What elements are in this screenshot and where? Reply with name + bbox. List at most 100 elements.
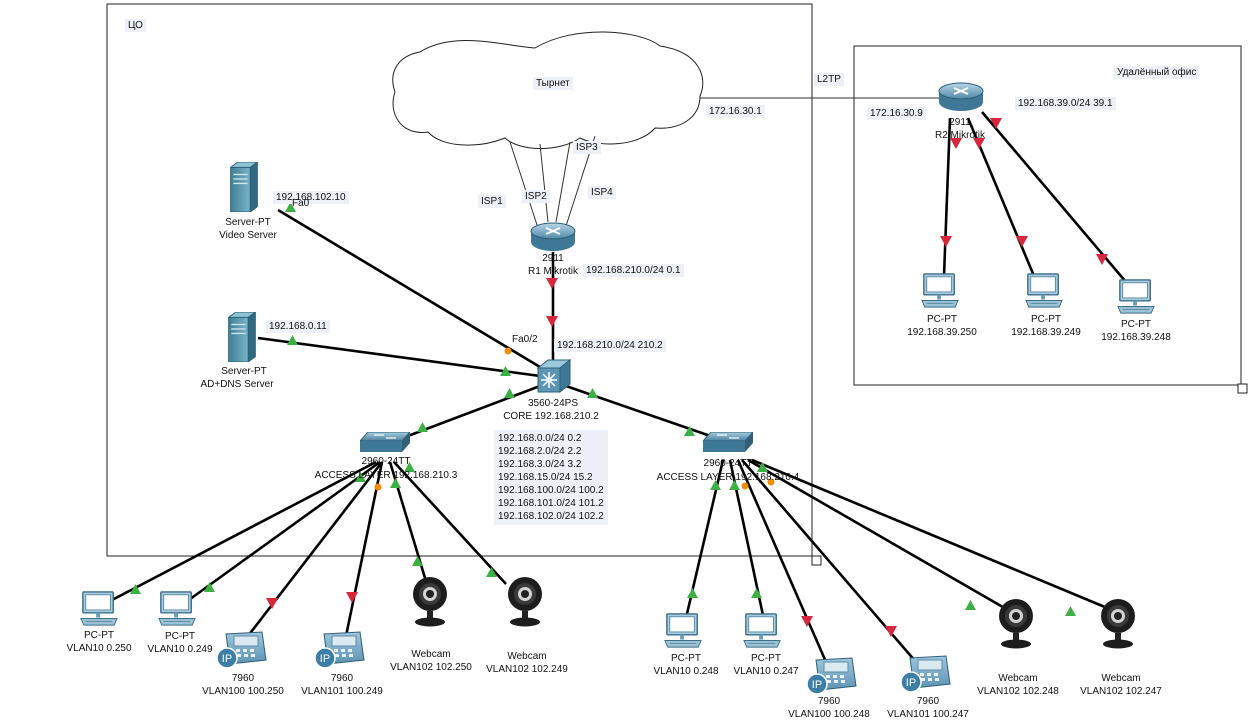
- zone-central-office: [106, 3, 813, 557]
- webcam-icon[interactable]: [1101, 599, 1135, 649]
- ip-phone-icon[interactable]: [216, 631, 267, 669]
- video-server-ip: 192.168.102.10: [273, 191, 349, 204]
- ip-phone-icon[interactable]: [314, 631, 365, 669]
- link-down-marker: [1096, 254, 1108, 265]
- core-name-label: CORE 192.168.210.2: [503, 411, 599, 422]
- ph1-type: 7960: [231, 673, 255, 684]
- link-up-marker: [965, 600, 976, 610]
- pc4-type: PC-PT: [751, 653, 781, 664]
- webcam-icon[interactable]: [999, 599, 1033, 649]
- pc-icon[interactable]: [743, 613, 781, 648]
- access2-model-label: 2960-24TT: [703, 458, 753, 469]
- cam1-label: VLAN102 102.250: [390, 662, 472, 673]
- cam4-label: VLAN102 102.247: [1080, 686, 1162, 697]
- link-up-marker: [404, 462, 415, 472]
- core-model-label: 3560-24PS: [527, 398, 579, 409]
- zone-remote-office: [853, 45, 1242, 386]
- link-pending-marker: [374, 483, 382, 491]
- zone-resize-handle[interactable]: [1237, 383, 1248, 394]
- rpc2-type: PC-PT: [1031, 314, 1061, 325]
- pc-icon[interactable]: [1117, 279, 1155, 314]
- link-up-marker: [417, 422, 428, 432]
- link-status-markers: [130, 118, 1108, 637]
- cam3-type: Webcam: [998, 673, 1038, 684]
- internet-cloud: [392, 31, 704, 149]
- link-up-marker: [355, 472, 366, 482]
- core-port-label: Fa0/2: [512, 334, 538, 345]
- link-down-marker: [801, 616, 813, 627]
- ph3-label: VLAN100 100.248: [788, 709, 870, 720]
- l2tp-label: L2TP: [814, 73, 844, 86]
- link-up-marker: [412, 556, 423, 566]
- pc2-type: PC-PT: [165, 631, 195, 642]
- link-up-marker: [757, 462, 768, 472]
- cam2-type: Webcam: [507, 651, 547, 662]
- rpc1-type: PC-PT: [927, 314, 957, 325]
- rpc3-type: PC-PT: [1121, 319, 1151, 330]
- link-pending-marker: [767, 478, 775, 486]
- pc-icon[interactable]: [921, 273, 959, 308]
- core-route: 192.168.102.0/24 102.2: [498, 511, 604, 522]
- ip-phone-icon[interactable]: [806, 657, 857, 695]
- link-up-marker: [130, 584, 141, 594]
- r1-lan-label: 192.168.210.0/24 0.1: [583, 264, 684, 277]
- ad-server-ip: 192.168.0.11: [266, 320, 330, 333]
- link-down-marker: [973, 138, 985, 149]
- pc-icon[interactable]: [158, 591, 196, 626]
- cam4-type: Webcam: [1101, 673, 1141, 684]
- video-server-type: Server-PT: [225, 217, 271, 228]
- core-uplink-label: 192.168.210.0/24 210.2: [554, 339, 666, 352]
- r1-name-label: R1 Mikrotik: [527, 266, 579, 277]
- rpc3-label: 192.168.39.248: [1101, 332, 1171, 343]
- rpc1-label: 192.168.39.250: [907, 327, 977, 338]
- access1-model-label: 2960-24TT: [361, 456, 411, 467]
- link-up-marker: [587, 388, 598, 398]
- r2-lan-label: 192.168.39.0/24 39.1: [1015, 97, 1116, 110]
- pc3-type: PC-PT: [671, 653, 701, 664]
- core-switch-icon[interactable]: [537, 359, 571, 393]
- link-up-marker: [500, 366, 511, 376]
- cloud-label: Тырнет: [533, 77, 573, 90]
- ip-phone-icon[interactable]: [900, 655, 951, 693]
- webcam-icon[interactable]: [508, 577, 542, 627]
- ph2-label: VLAN101 100.249: [301, 686, 383, 697]
- pc-icon[interactable]: [664, 613, 702, 648]
- webcam-icon[interactable]: [413, 577, 447, 627]
- link-up-marker: [710, 480, 721, 490]
- r1-model-label: 2911: [542, 253, 564, 264]
- cam3-label: VLAN102 102.248: [977, 686, 1059, 697]
- zone-remote-label: Удалённый офис: [1114, 66, 1200, 79]
- access-switch-2-icon[interactable]: [703, 432, 753, 453]
- cam1-type: Webcam: [411, 649, 451, 660]
- link-up-marker: [204, 582, 215, 592]
- rpc2-label: 192.168.39.249: [1011, 327, 1081, 338]
- zone-resize-handle[interactable]: [811, 555, 822, 566]
- video-server-icon[interactable]: [230, 162, 258, 212]
- ph3-type: 7960: [817, 696, 841, 707]
- pc-icon[interactable]: [1025, 273, 1063, 308]
- pc4-label: VLAN10 0.247: [733, 666, 799, 677]
- pc2-label: VLAN10 0.249: [147, 644, 213, 655]
- zone-co-label: ЦО: [125, 19, 146, 32]
- wan-r1-label: 172.16.30.1: [706, 105, 765, 118]
- link-up-marker: [287, 335, 298, 345]
- link-up-marker: [751, 588, 762, 598]
- r2-name-label: R2 Mikrotik: [934, 130, 986, 141]
- link-down-marker: [1016, 236, 1028, 247]
- pc-icon[interactable]: [80, 591, 118, 626]
- access-switch-1-icon[interactable]: [360, 432, 410, 453]
- link-up-marker: [486, 567, 497, 577]
- link-down-marker: [546, 316, 558, 327]
- link-down-marker: [940, 236, 952, 247]
- ph1-label: VLAN100 100.250: [202, 686, 284, 697]
- isp3-label: ISP3: [573, 141, 601, 154]
- link-up-marker: [504, 388, 515, 398]
- router-r1-icon[interactable]: [530, 222, 576, 252]
- core-route: 192.168.15.0/24 15.2: [498, 472, 593, 483]
- link-up-marker: [1065, 606, 1076, 616]
- isp2-label: ISP2: [522, 190, 550, 203]
- router-r2-icon[interactable]: [938, 82, 984, 112]
- link-up-marker: [687, 588, 698, 598]
- ad-dns-server-icon[interactable]: [228, 312, 256, 362]
